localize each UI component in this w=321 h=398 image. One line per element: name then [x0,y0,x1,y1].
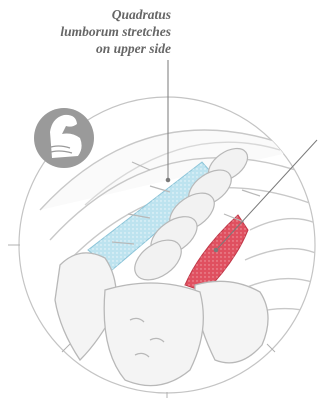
flexed-arm-icon [34,108,94,168]
